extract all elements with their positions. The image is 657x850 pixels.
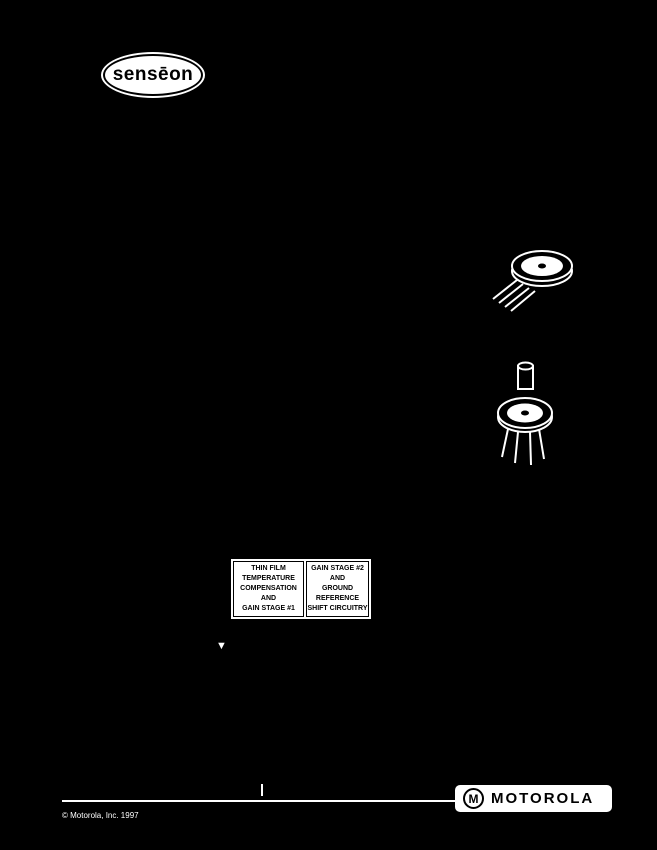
box1-line: TEMPERATURE <box>242 575 295 582</box>
footer-divider <box>62 800 608 802</box>
block-diagram-box-gain-stage-2: GAIN STAGE #2 AND GROUND REFERENCE SHIFT… <box>306 561 369 617</box>
sensor-package-top-icon <box>492 250 573 312</box>
box2-line: REFERENCE <box>315 595 360 602</box>
motorola-wordmark: MOTOROLA <box>491 790 595 807</box>
motorola-m-icon: M <box>463 788 484 809</box>
sensor-package-top-illustration <box>486 238 581 319</box>
box1-line: COMPENSATION <box>240 585 297 592</box>
box1-line: AND <box>260 595 277 602</box>
box2-line: AND <box>329 575 346 582</box>
box1-line: THIN FILM <box>251 565 286 572</box>
box2-line: GAIN STAGE #2 <box>311 565 364 572</box>
senseon-logo: sensēon <box>103 54 203 96</box>
block-diagram-box-temperature-compensation: THIN FILM TEMPERATURE COMPENSATION AND G… <box>233 561 304 617</box>
box2-line: GROUND <box>321 585 354 592</box>
triangle-down-icon: ▼ <box>216 640 227 652</box>
copyright-notice: © Motorola, Inc. 1997 <box>62 811 139 820</box>
senseon-logo-text: sensēon <box>112 64 194 85</box>
sensor-package-port-icon <box>497 361 553 466</box>
motorola-brand-badge: M MOTOROLA <box>455 785 612 812</box>
box1-line: GAIN STAGE #1 <box>242 605 295 612</box>
box2-line: SHIFT CIRCUITRY <box>307 605 368 612</box>
footer-tick-mark <box>261 784 263 796</box>
sensor-package-port-illustration <box>488 355 568 478</box>
